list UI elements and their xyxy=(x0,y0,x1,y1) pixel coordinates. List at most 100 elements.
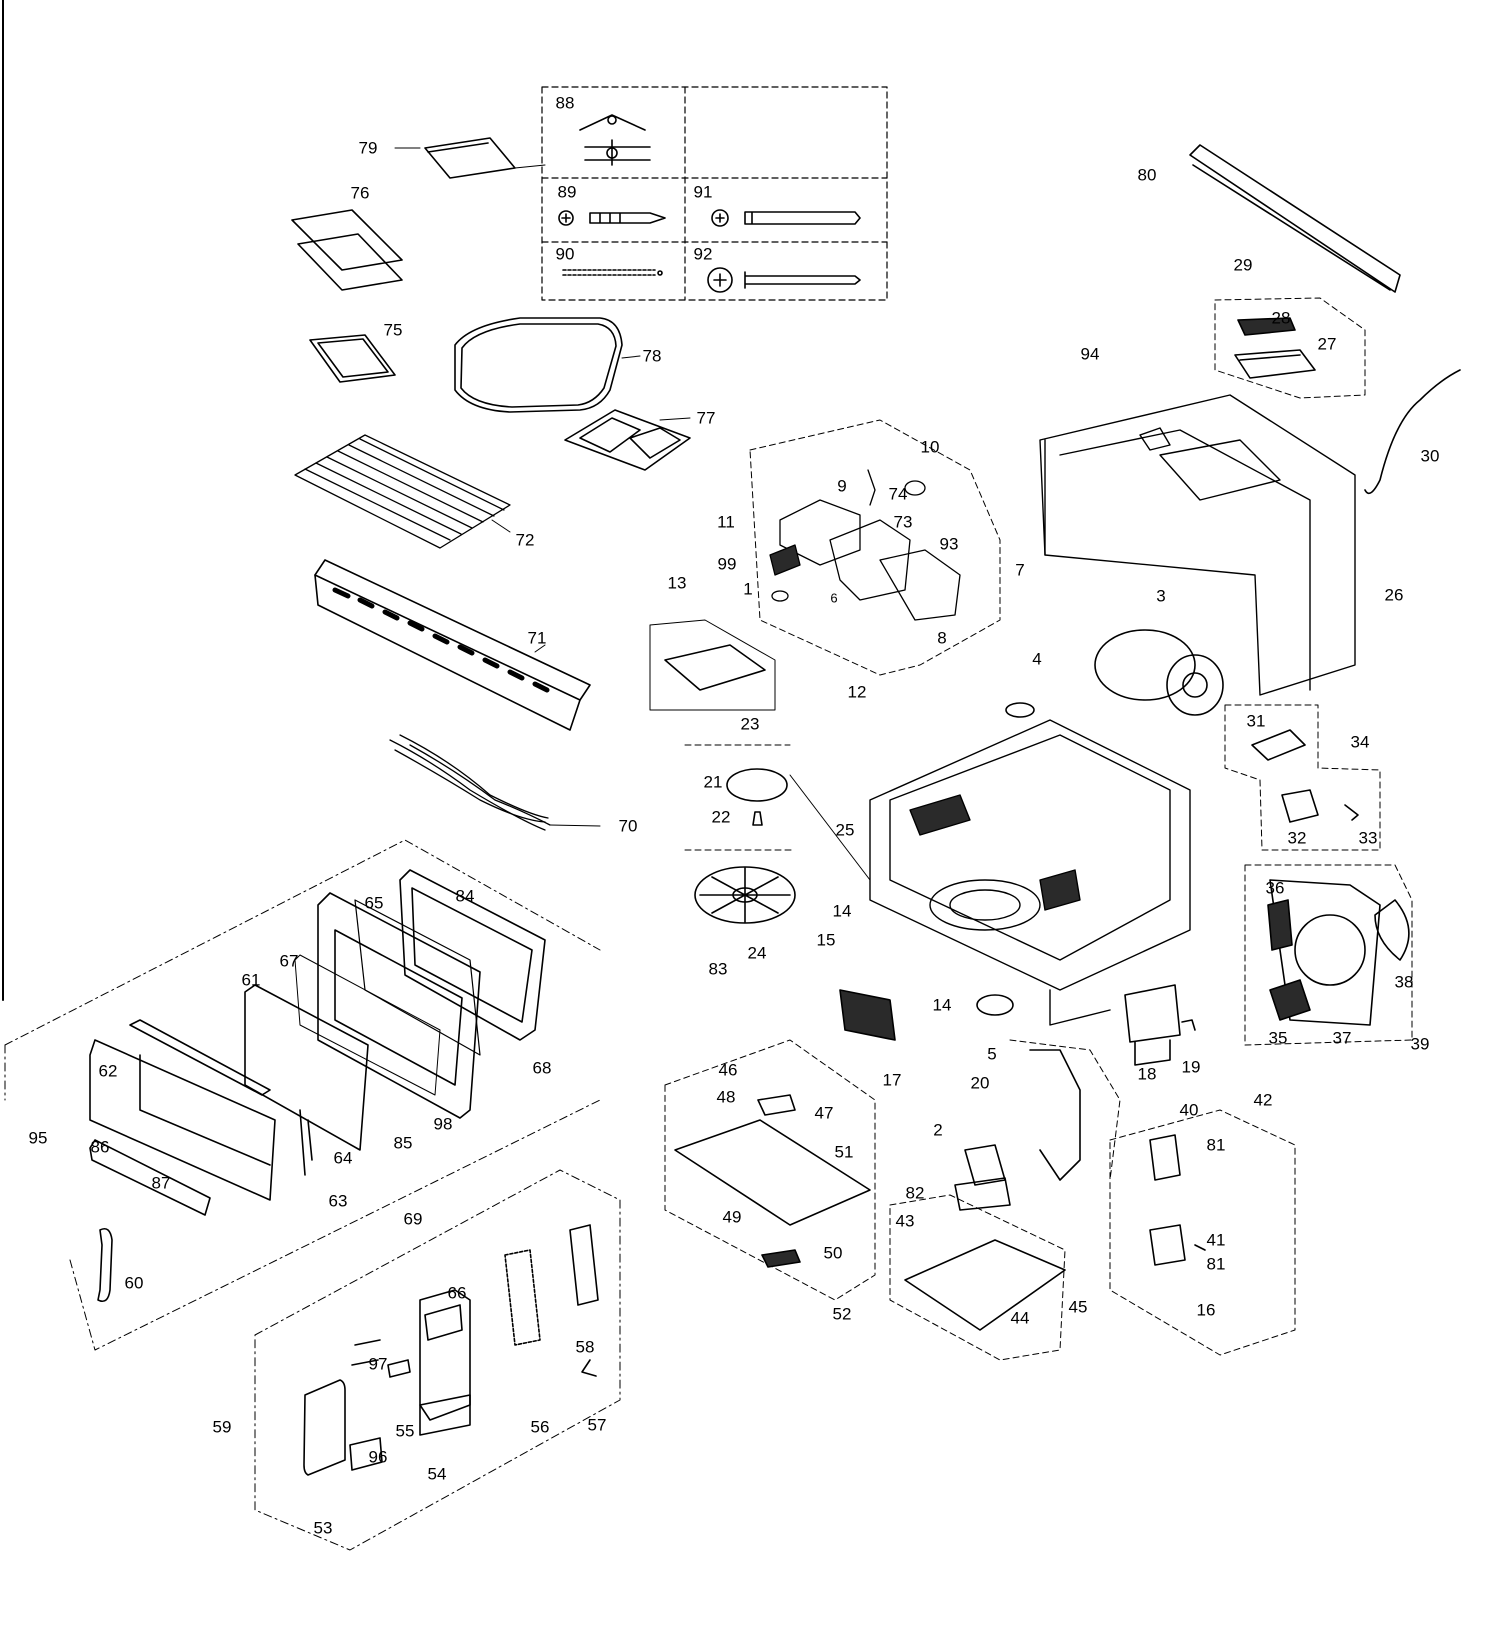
callout-48: 48 xyxy=(716,1087,736,1107)
part-36 xyxy=(1267,899,1293,951)
callout-1: 1 xyxy=(743,579,753,599)
callout-70: 70 xyxy=(618,816,638,836)
part-51 xyxy=(674,1119,871,1226)
callout-42: 42 xyxy=(1253,1090,1273,1110)
callout-11: 11 xyxy=(717,512,735,532)
main-cavity xyxy=(869,719,1191,1026)
callout-78: 78 xyxy=(642,346,662,366)
callout-15: 15 xyxy=(816,930,836,950)
part-70 xyxy=(389,734,551,831)
callout-74: 74 xyxy=(888,484,908,504)
callout-26: 26 xyxy=(1384,585,1404,605)
part-20-boundary xyxy=(1009,1039,1121,1181)
callout-72: 72 xyxy=(515,530,535,550)
callout-29: 29 xyxy=(1233,255,1253,275)
group-34-boundary xyxy=(1224,704,1381,851)
part-fan-motor xyxy=(1094,629,1224,716)
group-39-boundary xyxy=(1244,864,1413,1046)
callout-98: 98 xyxy=(433,1114,453,1134)
callout-84: 84 xyxy=(455,886,475,906)
callout-58: 58 xyxy=(575,1337,595,1357)
group-29-boundary xyxy=(1214,297,1366,399)
part-67-frame xyxy=(317,892,481,1119)
callout-37: 37 xyxy=(1332,1028,1352,1048)
part-98-frame xyxy=(294,954,441,1096)
callout-9: 9 xyxy=(837,476,847,496)
callout-5: 5 xyxy=(987,1044,997,1064)
part-65 xyxy=(354,899,481,1056)
callout-16: 16 xyxy=(1196,1300,1216,1320)
callout-35: 35 xyxy=(1268,1028,1288,1048)
part-75 xyxy=(309,334,396,383)
callout-8: 8 xyxy=(937,628,947,648)
hardware-89 xyxy=(558,210,666,226)
callout-33: 33 xyxy=(1358,828,1378,848)
callout-20: 20 xyxy=(970,1073,990,1093)
part-55 xyxy=(387,1359,411,1378)
part-19 xyxy=(1181,1019,1196,1031)
callout-99: 99 xyxy=(717,554,737,574)
part-44 xyxy=(904,1239,1066,1331)
part-3-case xyxy=(1039,394,1356,696)
hardware-92 xyxy=(707,267,861,293)
part-86 xyxy=(89,1039,276,1201)
part-17 xyxy=(839,989,896,1041)
part-20 xyxy=(1029,1049,1081,1181)
callout-30: 30 xyxy=(1420,446,1440,466)
part-87 xyxy=(89,1139,211,1216)
part-62 xyxy=(129,1019,271,1096)
callout-85: 85 xyxy=(393,1133,413,1153)
callout-94: 94 xyxy=(1080,344,1100,364)
callout-18: 18 xyxy=(1137,1064,1157,1084)
callout-52: 52 xyxy=(832,1304,852,1324)
callout-43: 43 xyxy=(895,1211,915,1231)
callout-54: 54 xyxy=(427,1464,447,1484)
part-28 xyxy=(1237,317,1296,336)
callout-79: 79 xyxy=(358,138,378,158)
part-5 xyxy=(976,994,1014,1016)
callout-36: 36 xyxy=(1265,878,1285,898)
callout-6: 6 xyxy=(830,590,838,606)
hardware-table xyxy=(541,86,888,301)
part-76 xyxy=(291,209,403,291)
part-57 xyxy=(581,1359,597,1377)
part-30 xyxy=(1364,369,1461,495)
callout-66: 66 xyxy=(447,1283,467,1303)
callout-55: 55 xyxy=(395,1421,415,1441)
callout-75: 75 xyxy=(383,320,403,340)
part-23-box xyxy=(649,619,776,711)
callout-49: 49 xyxy=(722,1207,742,1227)
callout-12: 12 xyxy=(847,682,867,702)
callout-44: 44 xyxy=(1010,1308,1030,1328)
callout-89: 89 xyxy=(557,182,577,202)
part-21 xyxy=(726,768,788,802)
part-24 xyxy=(694,866,796,924)
group-52-boundary xyxy=(664,1039,876,1301)
hardware-91 xyxy=(711,209,861,227)
callout-17: 17 xyxy=(882,1070,902,1090)
callout-3: 3 xyxy=(1156,586,1166,606)
part-96 xyxy=(349,1437,383,1471)
callout-80: 80 xyxy=(1137,165,1157,185)
callout-14b: 14 xyxy=(932,995,952,1015)
callout-59: 59 xyxy=(212,1417,232,1437)
callout-13: 13 xyxy=(667,573,687,593)
callout-68: 68 xyxy=(532,1058,552,1078)
part-53 xyxy=(303,1379,346,1476)
part-50 xyxy=(761,1249,801,1268)
callout-95: 95 xyxy=(28,1128,48,1148)
callout-39: 39 xyxy=(1410,1034,1430,1054)
callout-25: 25 xyxy=(835,820,855,840)
part-61 xyxy=(244,984,369,1151)
callout-38: 38 xyxy=(1394,972,1414,992)
door-assembly-boundary xyxy=(4,839,601,1351)
group-12-boundary xyxy=(749,419,1001,676)
callout-53: 53 xyxy=(313,1518,333,1538)
part-79 xyxy=(424,137,516,179)
callout-92: 92 xyxy=(693,244,713,264)
callout-64: 64 xyxy=(333,1148,353,1168)
part-56 xyxy=(504,1249,541,1346)
callout-69: 69 xyxy=(403,1209,423,1229)
part-72 xyxy=(294,434,511,549)
